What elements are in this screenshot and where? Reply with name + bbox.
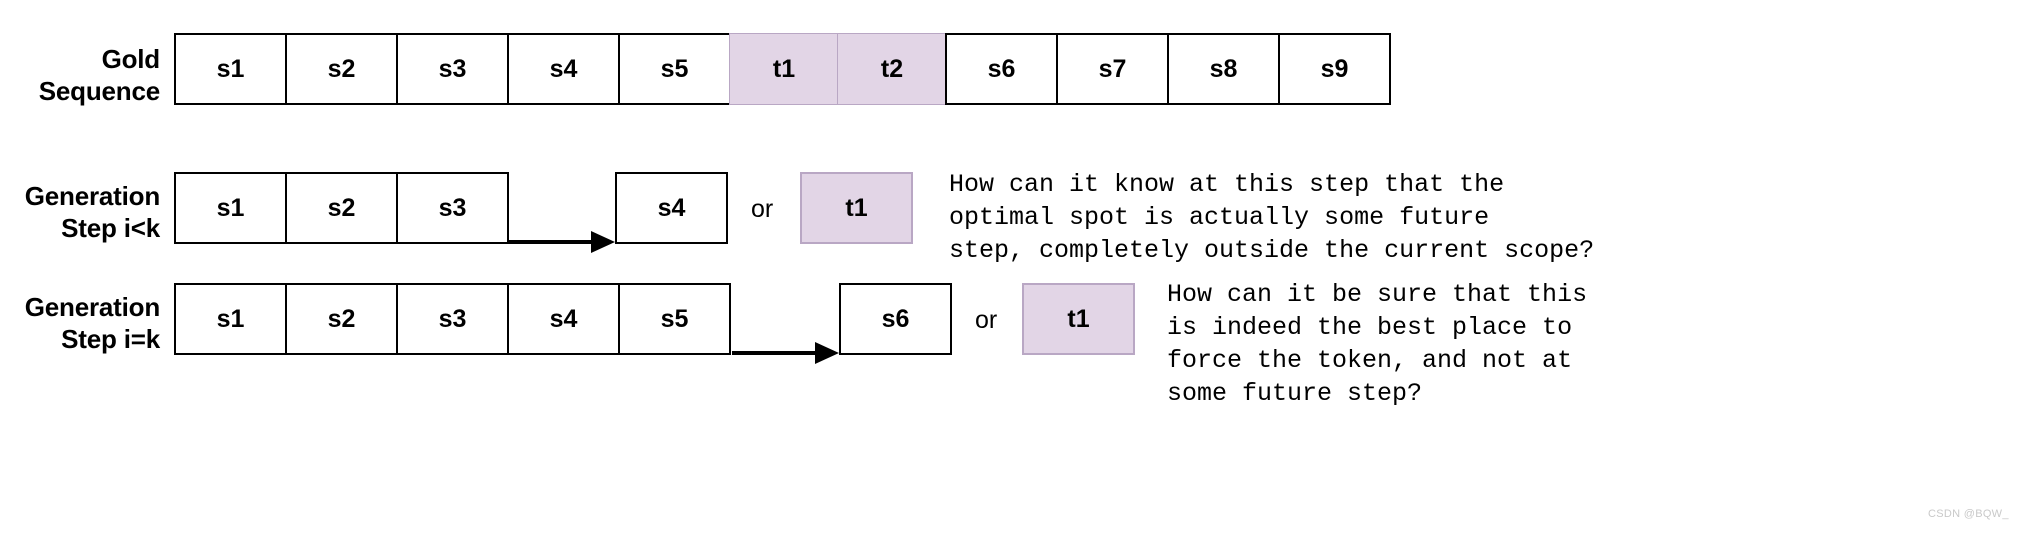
box-text: s4	[657, 193, 686, 222]
box-text: t1	[1067, 304, 1090, 333]
cell-text: s4	[549, 54, 578, 83]
cell-text: s5	[660, 54, 689, 83]
cell-text: s4	[549, 304, 578, 333]
gold-cell-s9: s9	[1278, 33, 1391, 105]
cell-text: s1	[216, 193, 245, 222]
cell-text: s3	[438, 304, 467, 333]
row-label-generation-step-lt-k: Generation Step i<k	[0, 180, 160, 244]
gen-eq-k-cell-s4: s4	[507, 283, 620, 355]
gen-eq-k-token-box: t1	[1022, 283, 1135, 355]
gen-eq-k-cell-s1: s1	[174, 283, 287, 355]
gold-cell-t2: t2	[837, 33, 947, 105]
row-label-line1: Gold	[101, 44, 161, 74]
gen-eq-k-or-label: or	[975, 306, 998, 334]
cell-text: s5	[660, 304, 689, 333]
cell-text: s1	[216, 304, 245, 333]
gen-lt-k-token-box: t1	[800, 172, 913, 244]
gen-eq-k-cell-s2: s2	[285, 283, 398, 355]
generation-lt-k-strip: s1 s2 s3	[174, 172, 509, 244]
gen-lt-k-next-box: s4	[615, 172, 728, 244]
cell-text: s8	[1209, 54, 1238, 83]
row-label-line2: Step i<k	[61, 213, 160, 243]
cell-text: s3	[438, 193, 467, 222]
generation-eq-k-strip: s1 s2 s3 s4 s5	[174, 283, 731, 355]
gen-lt-k-cell-s3: s3	[396, 172, 509, 244]
row-label-gold-sequence: Gold Sequence	[0, 43, 160, 107]
watermark: CSDN @BQW_	[1928, 508, 2009, 520]
gold-cell-s1: s1	[174, 33, 287, 105]
gen-eq-k-cell-s3: s3	[396, 283, 509, 355]
gen-lt-k-cell-s1: s1	[174, 172, 287, 244]
row-label-line1: Generation	[24, 181, 160, 211]
row-label-line2: Sequence	[38, 76, 160, 106]
cell-text: s7	[1098, 54, 1127, 83]
gold-cell-s2: s2	[285, 33, 398, 105]
cell-text: s2	[327, 54, 356, 83]
gold-cell-s7: s7	[1056, 33, 1169, 105]
cell-text: s6	[987, 54, 1016, 83]
gen-eq-k-next-box: s6	[839, 283, 952, 355]
gen-lt-k-cell-s2: s2	[285, 172, 398, 244]
row-label-line1: Generation	[24, 292, 160, 322]
gold-cell-s5: s5	[618, 33, 731, 105]
gen-lt-k-note: How can it know at this step that the op…	[949, 170, 1595, 265]
row-label-line2: Step i=k	[61, 324, 160, 354]
box-text: s6	[881, 304, 910, 333]
cell-text: s9	[1320, 54, 1349, 83]
cell-text: s2	[327, 193, 356, 222]
gen-lt-k-or-label: or	[751, 195, 774, 223]
gold-cell-t1: t1	[729, 33, 839, 105]
cell-text: s2	[327, 304, 356, 333]
gold-cell-s6: s6	[945, 33, 1058, 105]
cell-text: t1	[772, 54, 796, 83]
gen-eq-k-cell-s5: s5	[618, 283, 731, 355]
box-text: t1	[845, 193, 868, 222]
gold-sequence-strip: s1 s2 s3 s4 s5 t1 t2 s6 s7 s8 s9	[174, 33, 1391, 105]
gold-cell-s3: s3	[396, 33, 509, 105]
cell-text: s1	[216, 54, 245, 83]
cell-text: s3	[438, 54, 467, 83]
row-label-generation-step-eq-k: Generation Step i=k	[0, 291, 160, 355]
gold-cell-s4: s4	[507, 33, 620, 105]
gold-cell-s8: s8	[1167, 33, 1280, 105]
gen-eq-k-note: How can it be sure that this is indeed t…	[1167, 280, 1588, 408]
cell-text: t2	[880, 54, 904, 83]
